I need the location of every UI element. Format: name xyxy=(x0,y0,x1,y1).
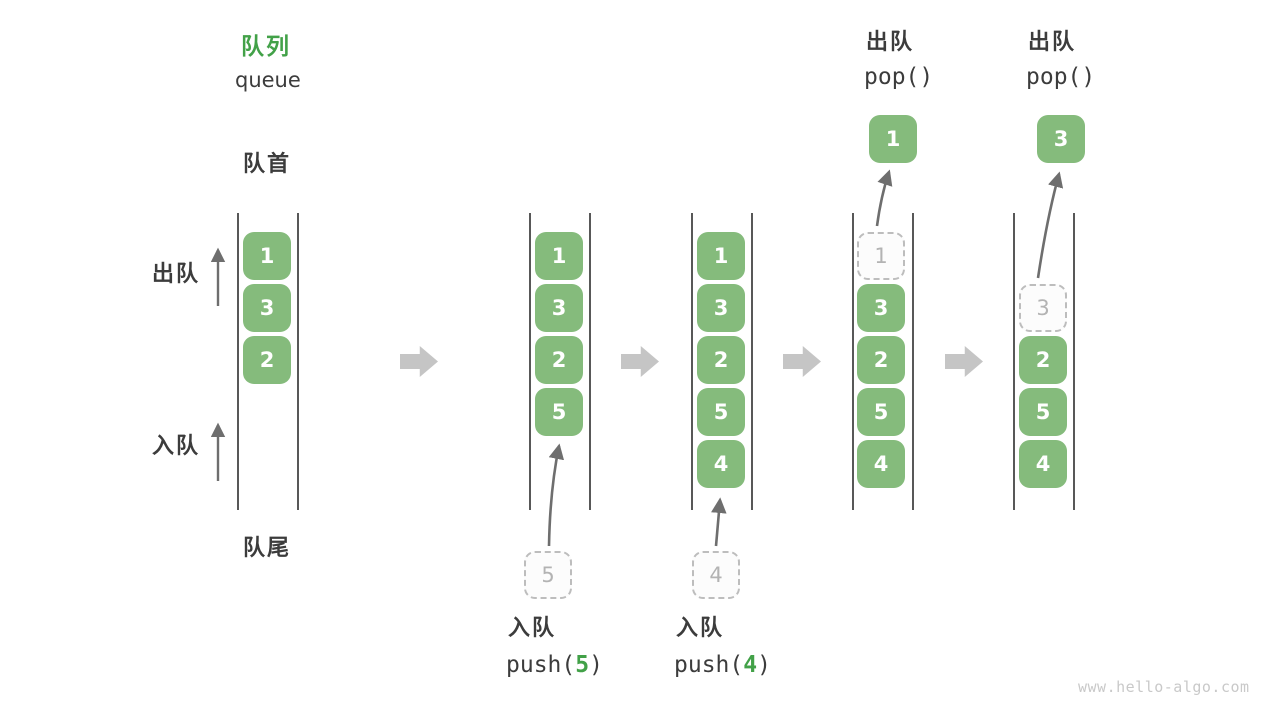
push4-close: ) xyxy=(757,652,771,678)
pop1-label-zh: 出队 xyxy=(866,30,915,55)
push5-label-zh: 入队 xyxy=(508,616,557,641)
push5-fn: push( xyxy=(506,652,576,678)
queue5-cell: 4 xyxy=(1019,440,1067,488)
queue4-cell: 3 xyxy=(857,284,905,332)
queue2-cell: 3 xyxy=(535,284,583,332)
diagram-title-en: queue xyxy=(235,68,301,92)
queue4-right-wall xyxy=(912,213,914,510)
queue2-cell: 5 xyxy=(535,388,583,436)
queue2-cell: 2 xyxy=(535,336,583,384)
queue3-cell: 5 xyxy=(697,388,745,436)
queue1-cell: 1 xyxy=(243,232,291,280)
enqueue-side-label: 入队 xyxy=(152,434,201,459)
diagram-title-zh: 队列 xyxy=(241,34,291,60)
queue1-cell: 2 xyxy=(243,336,291,384)
push4-fn: push( xyxy=(674,652,744,678)
push4-label-zh: 入队 xyxy=(676,616,725,641)
queue1-left-wall xyxy=(237,213,239,510)
pop-3-arrow-icon xyxy=(1036,171,1064,279)
pop2-label-zh: 出队 xyxy=(1028,30,1077,55)
pop-1-arrow-icon xyxy=(875,169,893,227)
queue3-cell: 1 xyxy=(697,232,745,280)
queue4-popped-slot: 1 xyxy=(857,232,905,280)
queue3-cell: 2 xyxy=(697,336,745,384)
queue4-cell: 5 xyxy=(857,388,905,436)
enqueue-5-arrow-icon xyxy=(547,443,565,547)
queue3-left-wall xyxy=(691,213,693,510)
step-arrow-icon xyxy=(621,346,659,377)
queue5-cell: 2 xyxy=(1019,336,1067,384)
push4-arg: 4 xyxy=(743,652,758,678)
push5-code: push(5) xyxy=(506,652,603,680)
queue-rear-label: 队尾 xyxy=(243,536,292,561)
queue3-pending-cell: 4 xyxy=(692,551,740,599)
queue2-pending-cell: 5 xyxy=(524,551,572,599)
step-arrow-icon xyxy=(400,346,438,377)
push4-code: push(4) xyxy=(674,652,771,680)
queue2-right-wall xyxy=(589,213,591,510)
queue3-cell: 4 xyxy=(697,440,745,488)
queue2-cell: 1 xyxy=(535,232,583,280)
push5-arg: 5 xyxy=(575,652,590,678)
queue3-right-wall xyxy=(751,213,753,510)
dequeue-side-label: 出队 xyxy=(152,262,201,287)
watermark: www.hello-algo.com xyxy=(1078,678,1250,696)
queue1-cell: 3 xyxy=(243,284,291,332)
queue4-popped-cell: 1 xyxy=(869,115,917,163)
queue3-cell: 3 xyxy=(697,284,745,332)
queue2-left-wall xyxy=(529,213,531,510)
enqueue-4-arrow-icon xyxy=(711,497,727,547)
pop1-code: pop() xyxy=(864,64,934,90)
queue4-cell: 2 xyxy=(857,336,905,384)
queue4-left-wall xyxy=(852,213,854,510)
queue-front-label: 队首 xyxy=(243,152,292,177)
queue5-cell: 5 xyxy=(1019,388,1067,436)
step-arrow-icon xyxy=(783,346,821,377)
push5-close: ) xyxy=(589,652,603,678)
queue5-popped-cell: 3 xyxy=(1037,115,1085,163)
step-arrow-icon xyxy=(945,346,983,377)
queue4-cell: 4 xyxy=(857,440,905,488)
queue5-right-wall xyxy=(1073,213,1075,510)
queue1-right-wall xyxy=(297,213,299,510)
pop2-code: pop() xyxy=(1026,64,1096,90)
queue5-left-wall xyxy=(1013,213,1015,510)
queue5-popped-slot: 3 xyxy=(1019,284,1067,332)
